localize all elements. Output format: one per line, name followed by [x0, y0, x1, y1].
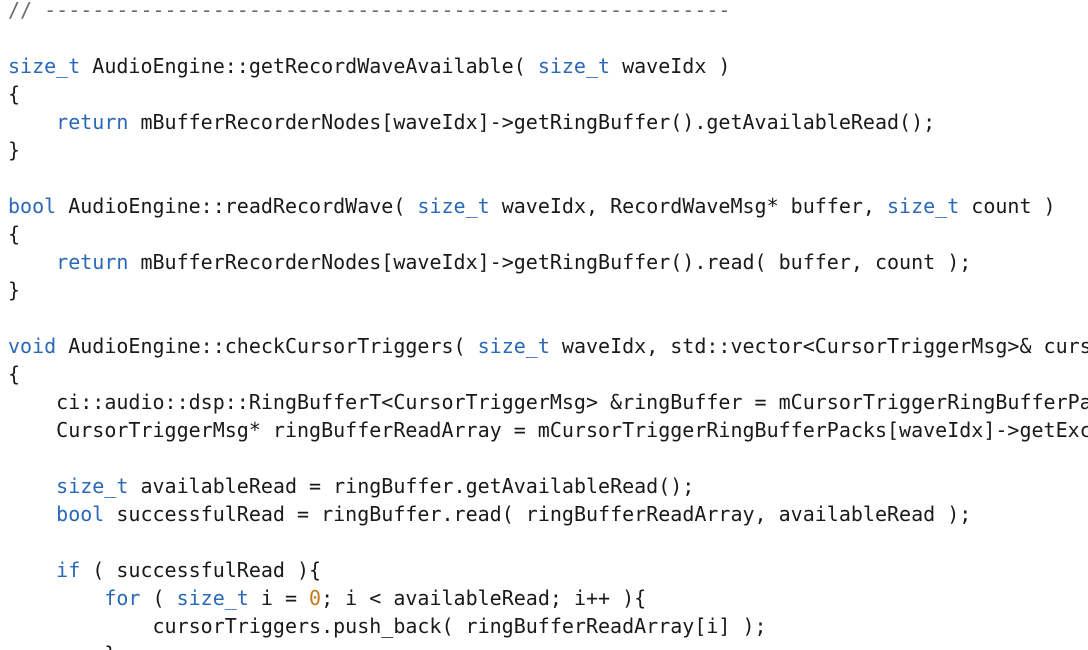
code-token: }	[8, 642, 116, 650]
code-token: {	[8, 222, 21, 246]
code-line: bool successfulRead = ringBuffer.read( r…	[8, 500, 971, 528]
code-token: count )	[959, 194, 1056, 218]
code-line: // -------------------------------------…	[8, 0, 730, 24]
code-line: CursorTriggerMsg* ringBufferReadArray = …	[8, 416, 1088, 444]
code-token: }	[8, 278, 21, 302]
code-token: waveIdx )	[610, 54, 731, 78]
keyword-token: size_t	[176, 586, 249, 610]
code-line: return mBufferRecorderNodes[waveIdx]->ge…	[8, 248, 971, 276]
code-token: ( successfulRead ){	[80, 558, 322, 582]
keyword-token: size_t	[477, 334, 550, 358]
code-token	[8, 586, 104, 610]
code-token: AudioEngine::checkCursorTriggers(	[56, 334, 478, 358]
keyword-token: size_t	[417, 194, 490, 218]
code-token: waveIdx, RecordWaveMsg* buffer,	[489, 194, 888, 218]
keyword-token: size_t	[8, 54, 81, 78]
code-token: }	[8, 138, 21, 162]
code-line: {	[8, 220, 20, 248]
code-token: ci::audio::dsp::RingBufferT<CursorTrigge…	[8, 390, 1088, 414]
code-token: (	[140, 586, 177, 610]
code-line: bool AudioEngine::readRecordWave( size_t…	[8, 192, 1056, 220]
keyword-token: bool	[56, 502, 105, 526]
code-token	[8, 474, 56, 498]
code-token: {	[8, 82, 21, 106]
code-line: }	[8, 136, 20, 164]
code-token: mBufferRecorderNodes[waveIdx]->getRingBu…	[128, 110, 936, 134]
number-token: 0	[309, 586, 322, 610]
code-token: waveIdx, std::vector<CursorTriggerMsg>& …	[549, 334, 1088, 358]
keyword-token: return	[56, 250, 129, 274]
code-token: mBufferRecorderNodes[waveIdx]->getRingBu…	[128, 250, 972, 274]
comment-token: // -------------------------------------…	[8, 0, 731, 22]
code-line: size_t AudioEngine::getRecordWaveAvailab…	[8, 52, 730, 80]
code-line: cursorTriggers.push_back( ringBufferRead…	[8, 612, 767, 640]
code-token	[8, 110, 56, 134]
code-line: void AudioEngine::checkCursorTriggers( s…	[8, 332, 1088, 360]
code-token	[8, 250, 56, 274]
keyword-token: void	[8, 334, 57, 358]
code-token: ; i < availableRead; i++ ){	[321, 586, 647, 610]
code-line: {	[8, 360, 20, 388]
code-line: if ( successfulRead ){	[8, 556, 321, 584]
keyword-token: for	[104, 586, 141, 610]
code-line: for ( size_t i = 0; i < availableRead; i…	[8, 584, 646, 612]
code-token: availableRead = ringBuffer.getAvailableR…	[128, 474, 695, 498]
code-line: return mBufferRecorderNodes[waveIdx]->ge…	[8, 108, 935, 136]
code-token	[8, 502, 56, 526]
code-token: successfulRead = ringBuffer.read( ringBu…	[104, 502, 972, 526]
code-token: {	[8, 362, 21, 386]
keyword-token: size_t	[537, 54, 611, 78]
code-line: }	[8, 640, 116, 650]
keyword-token: bool	[8, 194, 57, 218]
code-line: ci::audio::dsp::RingBufferT<CursorTrigge…	[8, 388, 1088, 416]
keyword-token: size_t	[887, 194, 960, 218]
code-token	[8, 558, 56, 582]
code-token: CursorTriggerMsg* ringBufferReadArray = …	[8, 418, 1088, 442]
code-token: cursorTriggers.push_back( ringBufferRead…	[8, 614, 767, 638]
code-token: AudioEngine::readRecordWave(	[56, 194, 418, 218]
code-token: AudioEngine::getRecordWaveAvailable(	[80, 54, 538, 78]
code-line: size_t availableRead = ringBuffer.getAva…	[8, 472, 694, 500]
code-line: {	[8, 80, 20, 108]
keyword-token: if	[56, 558, 81, 582]
keyword-token: return	[56, 110, 129, 134]
code-token: i =	[248, 586, 310, 610]
code-line: }	[8, 276, 20, 304]
keyword-token: size_t	[56, 474, 129, 498]
